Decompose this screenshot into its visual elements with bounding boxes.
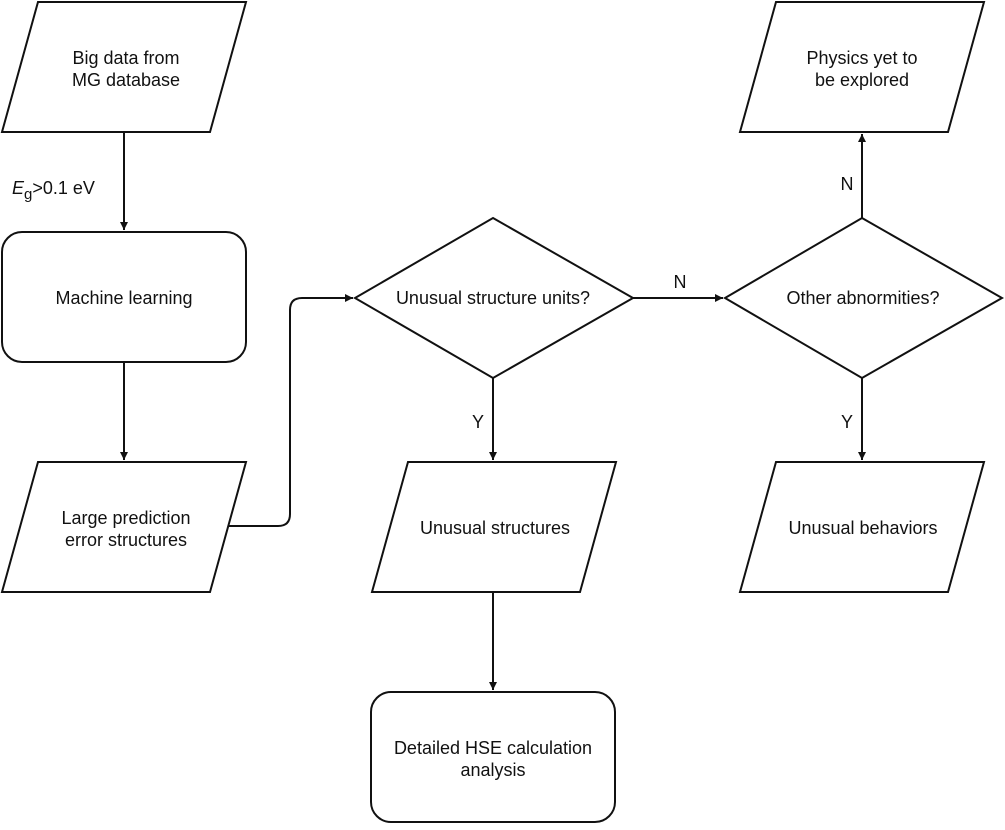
bandgap-threshold: >0.1 eV [32, 178, 95, 198]
node-large-error-line1: Large prediction [61, 508, 190, 528]
node-physics-line1: Physics yet to [806, 48, 917, 68]
bandgap-symbol: E [12, 178, 25, 198]
edge-label-bandgap-filter: Eg>0.1 eV [12, 178, 95, 203]
node-big-data: Big data from MG database [0, 1, 248, 133]
node-hse-line2: analysis [460, 760, 525, 780]
node-physics: Physics yet to be explored [738, 1, 986, 133]
node-other-abnormities-label: Other abnormities? [786, 288, 939, 308]
edge-error-to-units [208, 294, 353, 527]
node-unusual-units-label: Unusual structure units? [396, 288, 590, 308]
node-machine-learning-label: Machine learning [55, 288, 192, 308]
node-large-error: Large prediction error structures [0, 461, 248, 593]
node-unusual-units: Unusual structure units? [353, 216, 636, 380]
node-large-error-line2: error structures [65, 530, 187, 550]
edge-label-units-yes: Y [472, 412, 484, 432]
node-other-abnormities: Other abnormities? [723, 216, 1005, 380]
node-big-data-line1: Big data from [72, 48, 179, 68]
edge-label-units-no: N [674, 272, 687, 292]
node-unusual-structures: Unusual structures [370, 461, 618, 593]
node-unusual-behaviors: Unusual behaviors [738, 461, 986, 593]
node-unusual-behaviors-label: Unusual behaviors [788, 518, 937, 538]
bandgap-subscript: g [24, 186, 32, 203]
node-unusual-structures-label: Unusual structures [420, 518, 570, 538]
node-physics-line2: be explored [815, 70, 909, 90]
node-machine-learning: Machine learning [1, 231, 247, 363]
edge-label-abnorm-no: N [841, 174, 854, 194]
node-hse-line1: Detailed HSE calculation [394, 738, 592, 758]
node-big-data-line2: MG database [72, 70, 180, 90]
node-hse: Detailed HSE calculation analysis [370, 691, 616, 823]
edge-label-abnorm-yes: Y [841, 412, 853, 432]
